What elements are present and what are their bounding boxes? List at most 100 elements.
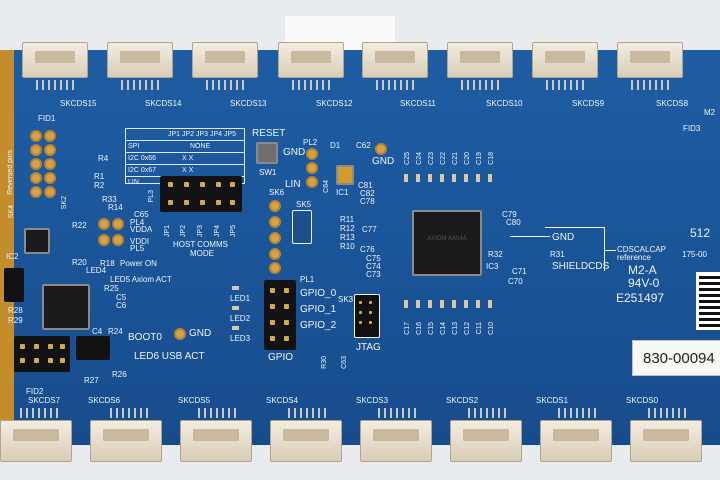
gnd-label: GND <box>283 147 306 158</box>
c6-label: C6 <box>116 301 127 310</box>
gpio1-label: GPIO_1 <box>300 304 337 315</box>
pl2-label: PL2 <box>303 138 318 147</box>
table-cell: I2C 0x66 <box>128 155 157 162</box>
gnd-label: GND <box>552 232 575 243</box>
table-header: JP5 <box>224 131 237 138</box>
ul-file-number: E251497 <box>616 291 665 305</box>
led1-label: LED1 <box>230 294 251 303</box>
cap-label: C23 <box>428 152 435 165</box>
reset-button <box>256 142 278 164</box>
led6-label: LED6 USB ACT <box>134 351 205 362</box>
connector <box>107 42 173 78</box>
connector <box>180 420 252 462</box>
connector <box>617 42 683 78</box>
cap-label: C20 <box>464 152 471 165</box>
c78-label: C78 <box>360 197 375 206</box>
connector-label: SKCDS9 <box>572 99 605 108</box>
r26-label: R26 <box>112 370 127 379</box>
connector <box>447 42 513 78</box>
connector-label: SKCDS0 <box>626 396 659 405</box>
c65-label: C65 <box>134 210 149 219</box>
gpio-header <box>264 280 296 350</box>
c80-label: C80 <box>506 218 521 227</box>
board-part-number: 175-00 <box>682 250 707 259</box>
c70-label: C70 <box>508 277 523 286</box>
connector-label: SKCDS4 <box>266 396 299 405</box>
r2-label: R2 <box>94 181 105 190</box>
boot0-label: BOOT0 <box>128 332 162 343</box>
c63-label: C63 <box>341 356 348 369</box>
jp-label: JP3 <box>197 225 204 238</box>
r12-label: R12 <box>340 224 355 233</box>
jtag-header <box>354 294 380 338</box>
table-row: SPI NONE <box>126 141 244 153</box>
connector <box>360 420 432 462</box>
pl1-label: PL1 <box>300 275 315 284</box>
table-cell: NONE <box>190 143 211 150</box>
table-cell: SPI <box>128 143 140 150</box>
cap-label: C15 <box>428 322 435 335</box>
qr-code <box>696 272 720 330</box>
sw1-label: SW1 <box>259 168 277 177</box>
r27-label: R27 <box>84 376 99 385</box>
cap-label: C17 <box>404 322 411 335</box>
connector <box>362 42 428 78</box>
connector <box>22 42 88 78</box>
ic2-label: IC2 <box>6 252 19 261</box>
gpio0-label: GPIO_0 <box>300 288 337 299</box>
connector-label: SKCDS12 <box>316 99 353 108</box>
cap-label: C25 <box>404 152 411 165</box>
connector <box>90 420 162 462</box>
host-comms-label: HOST COMMS <box>173 240 228 249</box>
jtag-label: JTAG <box>356 342 381 353</box>
r20-label: R20 <box>72 258 87 267</box>
cap-label: C24 <box>416 152 423 165</box>
r28-label: R28 <box>8 306 23 315</box>
edge-label: M2 <box>704 108 716 117</box>
axiom-controller-chip: AXIOM AX54A <box>412 210 482 276</box>
c71-label: C71 <box>512 267 527 276</box>
circuit-board <box>0 50 720 445</box>
chip-marking: AXIOM AX54A <box>427 236 467 243</box>
pl4-label: PL4 <box>130 218 145 227</box>
r25-label: R25 <box>104 284 119 293</box>
c82-label: C82 <box>360 189 375 198</box>
board-gold-edge <box>0 50 14 445</box>
r10-label: R10 <box>340 242 355 251</box>
r22-label: R22 <box>72 221 87 230</box>
fiducial-label: FID2 <box>26 387 44 396</box>
connector <box>270 420 342 462</box>
flammability-rating: 94V-0 <box>628 276 660 290</box>
r11-label: R11 <box>340 215 355 224</box>
connector-label: SKCDS10 <box>486 99 523 108</box>
r24-label: R24 <box>108 327 123 336</box>
r13-label: R13 <box>340 233 355 242</box>
table-cell: X X <box>182 155 194 162</box>
manufacturer-mark: M2-A <box>628 263 657 277</box>
connector <box>630 420 702 462</box>
sk6-label: SK6 <box>269 188 285 197</box>
c62-label: C62 <box>356 141 371 150</box>
reference-label: reference <box>617 253 651 262</box>
sk2-label: SK2 <box>61 196 68 210</box>
microcontroller-chip <box>42 284 90 330</box>
cap-label: C21 <box>452 152 459 165</box>
c74-label: C74 <box>366 262 381 271</box>
r4-label: R4 <box>98 154 109 163</box>
r14-label: R14 <box>108 203 123 212</box>
boot0-pad <box>176 330 184 338</box>
table-row: I2C 0x66 X X <box>126 153 244 165</box>
c4-label: C4 <box>92 327 103 336</box>
connector <box>532 42 598 78</box>
connector-label: SKCDS13 <box>230 99 267 108</box>
jp-label: JP1 <box>164 225 171 238</box>
connector-label: SKCDS14 <box>145 99 182 108</box>
gpio2-label: GPIO_2 <box>300 320 337 331</box>
c79-label: C79 <box>502 210 517 219</box>
gnd-label: GND <box>189 328 212 339</box>
connector-label: SKCDS1 <box>536 396 569 405</box>
connector <box>450 420 522 462</box>
r30-label: R30 <box>321 356 328 369</box>
reversed-pins-label: Reversed pins <box>7 150 14 195</box>
